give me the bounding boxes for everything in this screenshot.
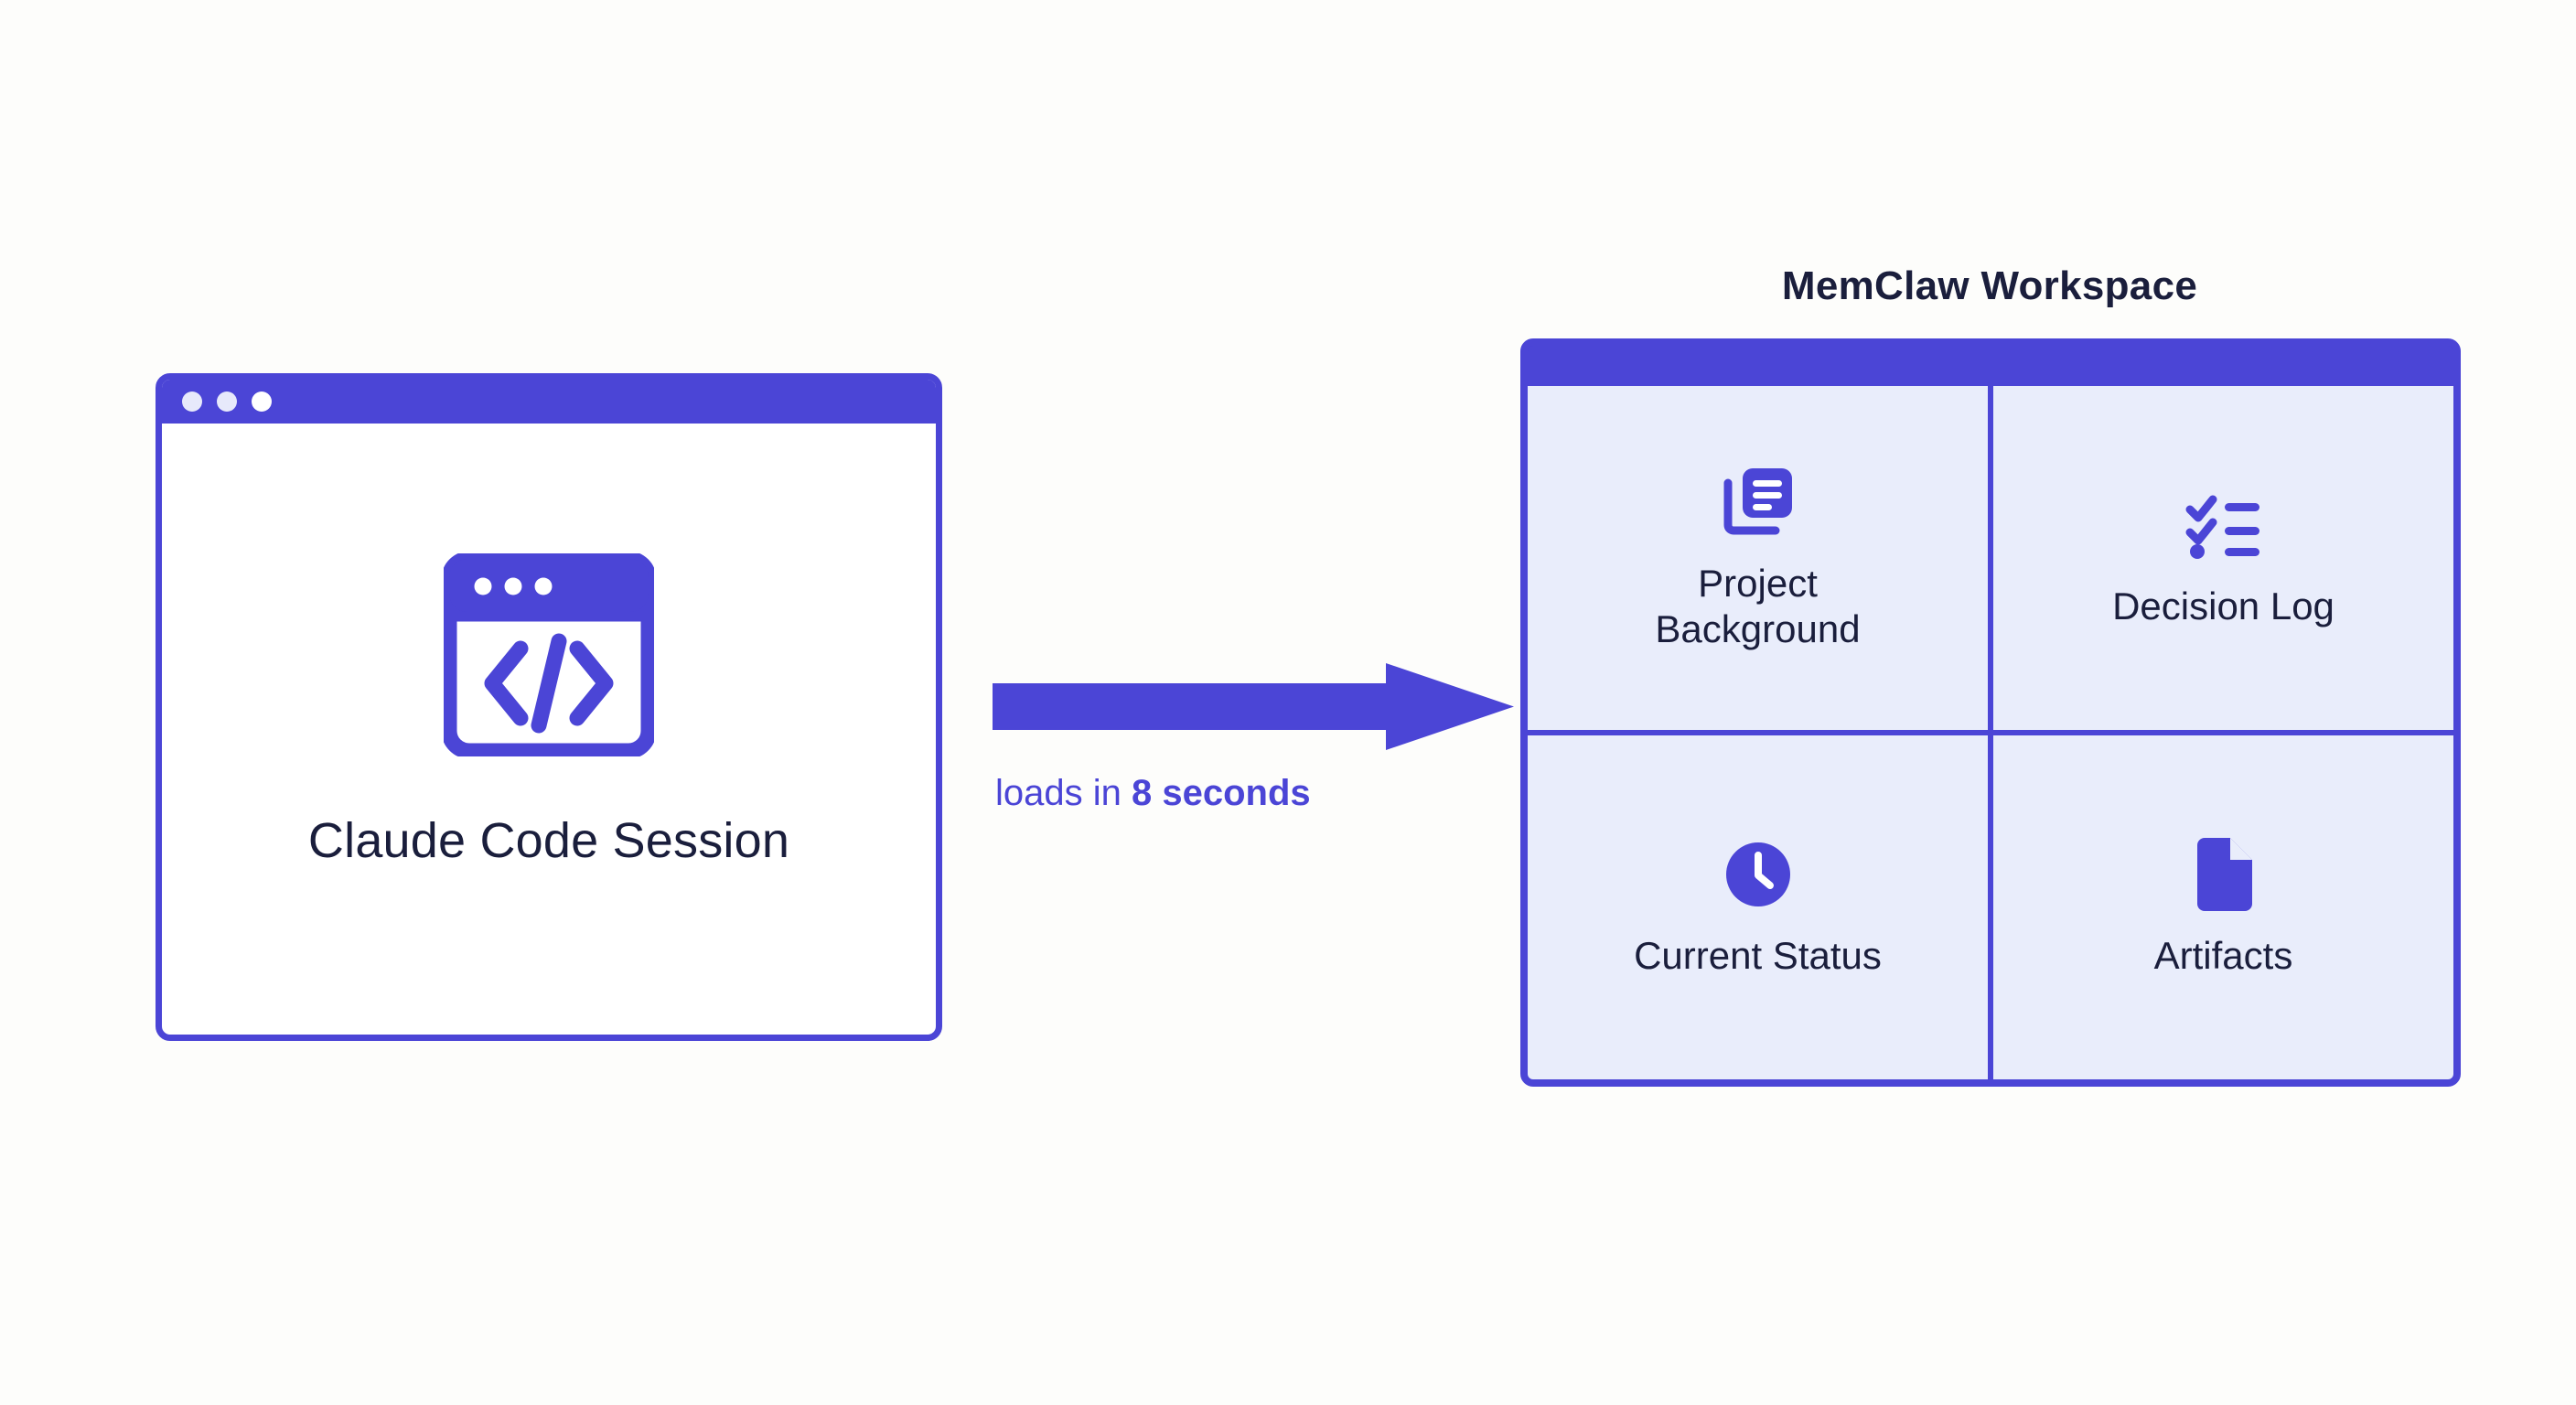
quadrant-project-background[interactable]: Project Background (1528, 386, 1988, 730)
clock-icon (1723, 836, 1794, 913)
window-dot-3 (252, 391, 272, 412)
file-icon (2192, 836, 2256, 913)
workspace-title: MemClaw Workspace (1781, 263, 2198, 308)
window-dot-2 (217, 391, 237, 412)
session-label: Claude Code Session (307, 812, 790, 868)
memclaw-workspace-panel: Project Background Decision Log (1520, 338, 2461, 1087)
quadrant-artifacts[interactable]: Artifacts (1993, 735, 2453, 1079)
workspace-header-bar (1528, 346, 2453, 386)
quadrant-label: Artifacts (2153, 934, 2293, 978)
quadrant-label: Project Background (1655, 562, 1861, 650)
session-body: Claude Code Session (162, 424, 936, 1035)
arrow-caption-emphasis: 8 seconds (1131, 773, 1311, 813)
quadrant-decision-log[interactable]: Decision Log (1993, 386, 2453, 730)
checklist-icon (2184, 487, 2263, 563)
quadrant-label: Current Status (1634, 934, 1882, 978)
arrow-caption-prefix: loads in (995, 773, 1132, 813)
documents-stack-icon (1719, 464, 1798, 541)
window-dot-1 (182, 391, 202, 412)
quadrant-label: Decision Log (2112, 585, 2334, 628)
workspace-grid: Project Background Decision Log (1528, 386, 2453, 1079)
arrow-caption: loads in 8 seconds (995, 773, 1544, 814)
quadrant-current-status[interactable]: Current Status (1528, 735, 1988, 1079)
claude-code-session-window: Claude Code Session (156, 373, 942, 1041)
right-arrow-icon (993, 663, 1514, 750)
code-window-icon (441, 551, 657, 761)
session-titlebar (162, 380, 936, 424)
